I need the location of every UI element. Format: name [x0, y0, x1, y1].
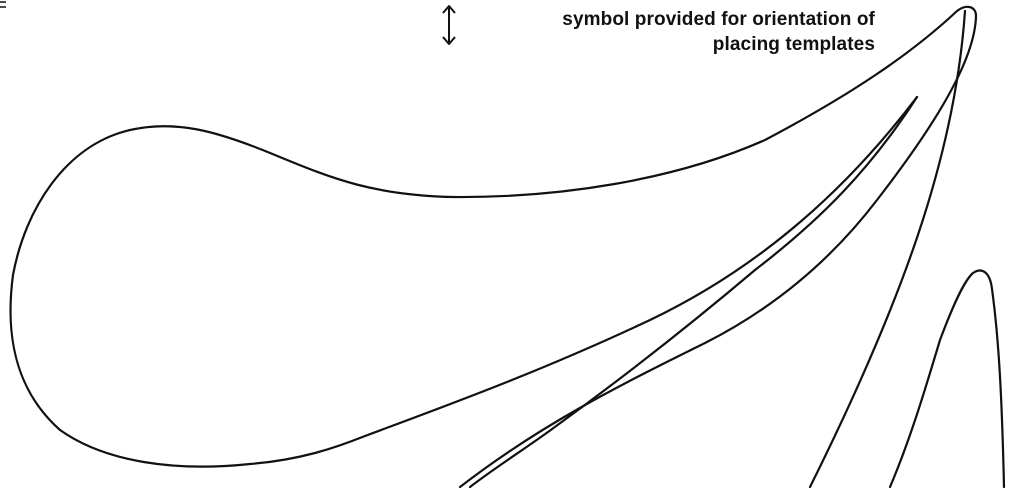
edge-mark — [0, 1, 6, 8]
double-vertical-arrow-icon — [442, 5, 456, 45]
orientation-line-1: symbol provided for orientation of — [562, 9, 875, 30]
orientation-caption: symbol provided for orientation of placi… — [455, 7, 875, 57]
narrow-leaf-template — [888, 269, 1006, 488]
inner-leaf-edge-template — [468, 95, 919, 488]
orientation-note: symbol provided for orientation of placi… — [430, 2, 875, 62]
orientation-line-2: placing templates — [712, 34, 875, 55]
large-curved-leaf-template — [9, 5, 978, 488]
right-stem-edge-template — [808, 9, 967, 488]
